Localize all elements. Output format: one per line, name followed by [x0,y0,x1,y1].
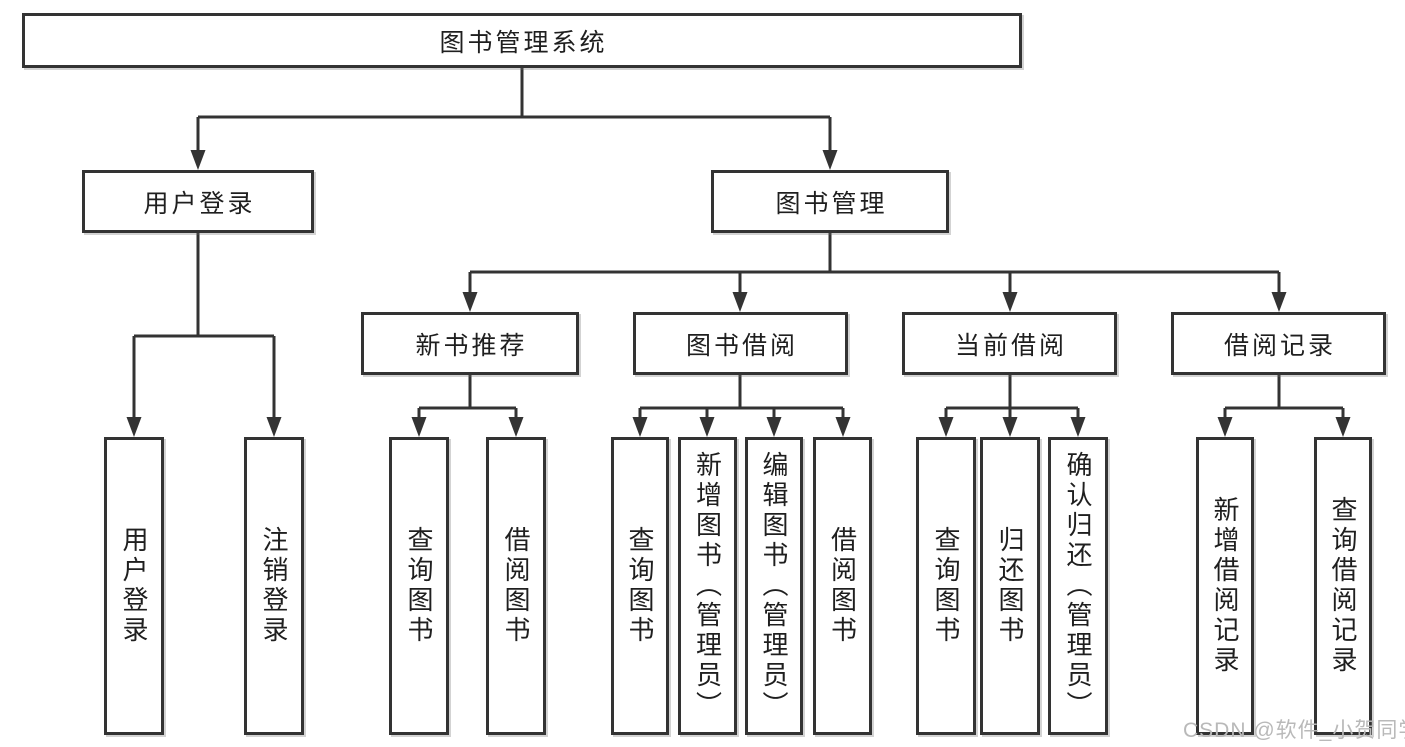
leaf-edit-books-admin-label: 编辑图书（管理员） [759,451,789,721]
leaf-query-borrow-record-label: 查询借阅记录 [1328,496,1358,676]
leaf-add-books-admin: 新增图书（管理员） [678,437,737,735]
connector-new-book-branch [411,375,524,437]
node-borrowing-records: 借阅记录 [1171,312,1386,375]
node-current-borrowing-label: 当前借阅 [954,331,1067,360]
connector-book-borrowing-branch [632,375,851,437]
connector-root-to-level2 [190,66,838,170]
leaf-query-books-borrowing-label: 查询图书 [625,526,655,646]
leaf-query-books-recommend-label: 查询图书 [404,526,434,646]
leaf-return-books-label: 归还图书 [995,526,1025,646]
leaf-return-books: 归还图书 [980,437,1040,735]
leaf-logout: 注销登录 [244,437,304,735]
node-book-management: 图书管理 [711,170,949,233]
connector-book-management-branch [462,233,1287,312]
leaf-query-books-borrowing: 查询图书 [611,437,669,735]
leaf-borrow-books-borrowing: 借阅图书 [813,437,872,735]
leaf-confirm-return-admin-label: 确认归还（管理员） [1063,451,1093,721]
csdn-watermark: CSDN @软件_小贺同学 [1183,719,1405,742]
leaf-query-books-current: 查询图书 [916,437,976,735]
leaf-edit-books-admin: 编辑图书（管理员） [745,437,803,735]
leaf-borrow-books-recommend-label: 借阅图书 [501,526,531,646]
node-book-borrowing-label: 图书借阅 [685,331,798,360]
node-book-borrowing: 图书借阅 [633,312,848,375]
node-new-book-recommendation-label: 新书推荐 [415,331,528,360]
connector-user-login-branch [126,233,282,437]
leaf-add-borrow-record-label: 新增借阅记录 [1210,496,1240,676]
node-user-login: 用户登录 [82,170,314,233]
leaf-query-books-recommend: 查询图书 [389,437,449,735]
connector-borrowing-records-branch [1217,375,1351,437]
leaf-add-books-admin-label: 新增图书（管理员） [692,451,723,721]
node-library-system-label: 图书管理系统 [439,28,608,57]
leaf-add-borrow-record: 新增借阅记录 [1196,437,1254,735]
leaf-user-login: 用户登录 [104,437,164,735]
leaf-borrow-books-borrowing-label: 借阅图书 [827,526,858,646]
node-book-management-label: 图书管理 [775,189,888,218]
leaf-query-books-current-label: 查询图书 [931,526,961,646]
node-current-borrowing: 当前借阅 [902,312,1117,375]
leaf-borrow-books-recommend: 借阅图书 [486,437,546,735]
leaf-confirm-return-admin: 确认归还（管理员） [1048,437,1108,735]
node-new-book-recommendation: 新书推荐 [361,312,579,375]
leaf-user-login-label: 用户登录 [119,526,149,646]
leaf-logout-label: 注销登录 [259,526,289,646]
connector-current-borrowing-branch [938,375,1086,437]
node-library-system: 图书管理系统 [22,13,1022,68]
leaf-query-borrow-record: 查询借阅记录 [1314,437,1372,735]
node-user-login-label: 用户登录 [143,189,256,218]
node-borrowing-records-label: 借阅记录 [1223,331,1336,360]
